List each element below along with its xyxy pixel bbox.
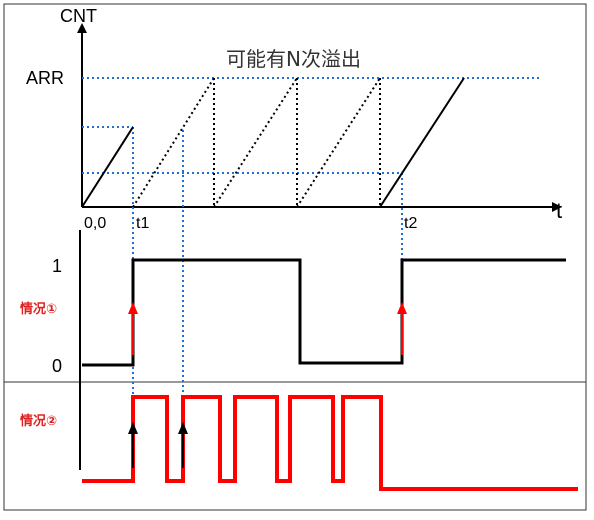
case2-label: 情况② [20, 413, 57, 429]
case1-signal [82, 258, 566, 367]
overflow-note: 可能有N次溢出 [226, 47, 361, 71]
arr-label: ARR [26, 68, 64, 88]
red-arrowhead-t1 [128, 302, 138, 314]
case2-signal [82, 395, 578, 491]
lower-frame [3, 381, 587, 511]
case2-capture-arrows [128, 422, 188, 468]
guide-lines [82, 77, 540, 420]
black-arrowhead-2 [178, 422, 188, 434]
ramp-dotted-1 [132, 77, 215, 208]
level-high-label: 1 [52, 256, 62, 276]
overflow-ramps [132, 77, 381, 208]
t2-label: t2 [404, 215, 417, 232]
ramp-dotted-2 [213, 77, 298, 208]
y-axis-label: CNT [60, 6, 97, 26]
cnt-ramp-final [379, 77, 465, 208]
ramp-dotted-3 [296, 77, 381, 208]
cnt-ramp-initial [81, 126, 134, 208]
case1-label: 情况① [20, 301, 57, 317]
level-low-label: 0 [52, 356, 62, 376]
black-arrowhead-1 [128, 422, 138, 434]
t1-label: t1 [136, 215, 149, 232]
case1-capture-arrows [128, 302, 407, 355]
red-arrowhead-t2 [397, 302, 407, 314]
origin-label: 0,0 [84, 215, 106, 232]
x-axis-label: t [556, 198, 562, 223]
